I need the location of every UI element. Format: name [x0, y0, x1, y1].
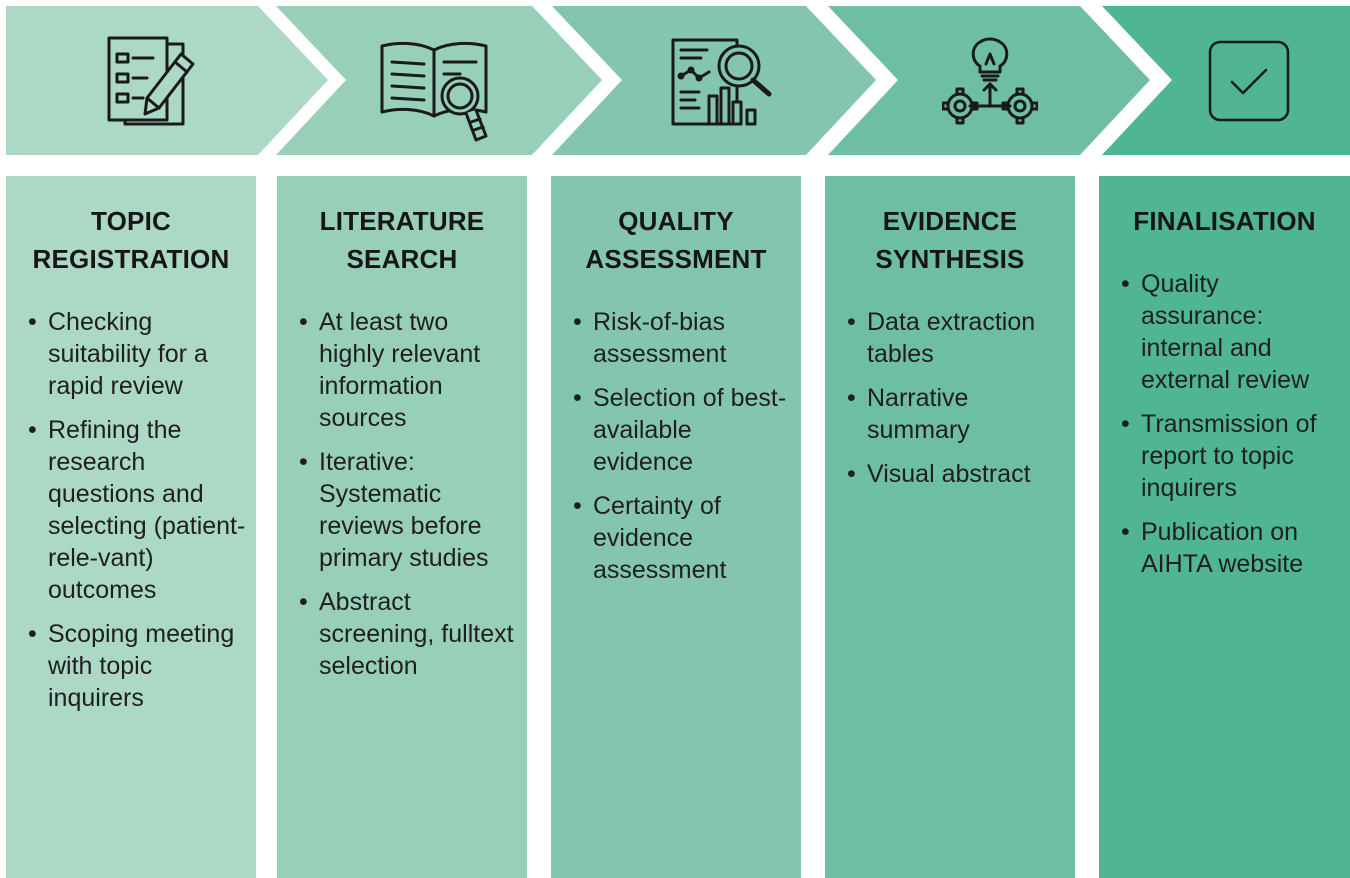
chevron-stage-3: [552, 6, 876, 155]
stage-title-line: SYNTHESIS: [875, 244, 1025, 274]
stage-title: QUALITY ASSESSMENT: [559, 202, 793, 278]
stage-item-list: • Checking suitability for a rapid review…: [14, 306, 248, 714]
stage-item-text: At least two highly relevant information…: [319, 308, 481, 432]
stage-title: FINALISATION: [1107, 202, 1342, 240]
stage-item: • Abstract screening, fulltext selection: [285, 586, 519, 682]
stage-item-list: • Data extraction tables • Narrative summar…: [833, 306, 1067, 490]
stage-item: • Visual abstract: [833, 458, 1067, 490]
stage-title-line: ASSESSMENT: [585, 244, 767, 274]
stage-item: • Scoping meeting with topic inquirers: [14, 618, 248, 714]
stage-title-line: QUALITY: [618, 206, 734, 236]
checklist-pencil-icon: [107, 36, 195, 126]
stage-item: • Iterative: Systematic reviews before pr…: [285, 446, 519, 574]
stage-item: • Certainty of evidence assessment: [559, 490, 793, 586]
bullet-icon: •: [299, 588, 308, 616]
bullet-icon: •: [299, 308, 308, 336]
stage-title: LITERATURE SEARCH: [285, 202, 519, 278]
stage-item-list: • Risk-of-bias assessment • Selection of be…: [559, 306, 793, 586]
bullet-icon: •: [28, 308, 37, 336]
stage-column-evidence-synthesis: EVIDENCE SYNTHESIS • Data extraction table…: [825, 176, 1075, 878]
stage-item-text: Certainty of evidence assessment: [593, 492, 727, 584]
stage-item-text: Publication on AIHTA website: [1141, 518, 1304, 578]
stage-item: • Publication on AIHTA website: [1107, 516, 1342, 580]
checkbox-icon: [1208, 40, 1290, 122]
bullet-icon: •: [28, 416, 37, 444]
stage-item: • Transmission of report to topic inquire…: [1107, 408, 1342, 504]
stage-column-literature-search: LITERATURE SEARCH • At least two highly re…: [277, 176, 527, 878]
stage-item-text: Refining the research questions and sele…: [48, 416, 246, 604]
stage-item: • Narrative summary: [833, 382, 1067, 446]
stage-item: • At least two highly relevant informatio…: [285, 306, 519, 434]
stage-item-text: Checking suitability for a rapid review: [48, 308, 208, 400]
stage-item-text: Transmission of report to topic inquirer…: [1141, 410, 1317, 502]
bullet-icon: •: [1121, 518, 1130, 546]
lightbulb-gears-icon: [942, 37, 1038, 125]
stage-item: • Refining the research questions and sel…: [14, 414, 248, 606]
stage-item-text: Risk-of-bias assessment: [593, 308, 727, 368]
stage-item: • Data extraction tables: [833, 306, 1067, 370]
bullet-icon: •: [847, 308, 856, 336]
stage-title-line: EVIDENCE: [882, 206, 1018, 236]
stage-item: • Quality assurance: internal and externa…: [1107, 268, 1342, 396]
stage-title: EVIDENCE SYNTHESIS: [833, 202, 1067, 278]
report-magnifier-icon: [671, 38, 772, 126]
stage-item-text: Abstract screening, fulltext selection: [319, 588, 514, 680]
bullet-icon: •: [1121, 410, 1130, 438]
bullet-icon: •: [573, 492, 582, 520]
stage-title-line: REGISTRATION: [32, 244, 230, 274]
bullet-icon: •: [299, 448, 308, 476]
bullet-icon: •: [847, 384, 856, 412]
stage-item: • Checking suitability for a rapid review: [14, 306, 248, 402]
bullet-icon: •: [573, 384, 582, 412]
book-magnifier-icon: [380, 41, 488, 142]
stage-item-text: Data extraction tables: [867, 308, 1036, 368]
stage-title: TOPIC REGISTRATION: [14, 202, 248, 278]
bullet-icon: •: [573, 308, 582, 336]
stage-item-text: Quality assurance: internal and external…: [1141, 270, 1310, 394]
chevron-stage-2: [276, 6, 602, 155]
chevron-stage-5: [1102, 6, 1350, 155]
stage-item-text: Narrative summary: [867, 384, 970, 444]
stage-item: • Selection of best-available evidence: [559, 382, 793, 478]
bullet-icon: •: [847, 460, 856, 488]
stage-item-list: • Quality assurance: internal and externa…: [1107, 268, 1342, 580]
stage-title-line: SEARCH: [346, 244, 458, 274]
stage-item: • Risk-of-bias assessment: [559, 306, 793, 370]
stage-column-topic-registration: TOPIC REGISTRATION • Checking suitability …: [6, 176, 256, 878]
bullet-icon: •: [28, 620, 37, 648]
stage-column-finalisation: FINALISATION • Quality assurance: interna…: [1099, 176, 1350, 878]
stage-item-text: Iterative: Systematic reviews before pri…: [319, 448, 489, 572]
stage-title-line: LITERATURE: [319, 206, 485, 236]
stage-item-text: Selection of best-available evidence: [593, 384, 787, 476]
stage-column-quality-assessment: QUALITY ASSESSMENT • Risk-of-bias assessme…: [551, 176, 801, 878]
stage-item-text: Scoping meeting with topic inquirers: [48, 620, 235, 712]
stage-title-line: FINALISATION: [1133, 206, 1316, 236]
stage-item-list: • At least two highly relevant informatio…: [285, 306, 519, 682]
bullet-icon: •: [1121, 270, 1130, 298]
stage-item-text: Visual abstract: [867, 460, 1031, 488]
stage-title-line: TOPIC: [91, 206, 171, 236]
